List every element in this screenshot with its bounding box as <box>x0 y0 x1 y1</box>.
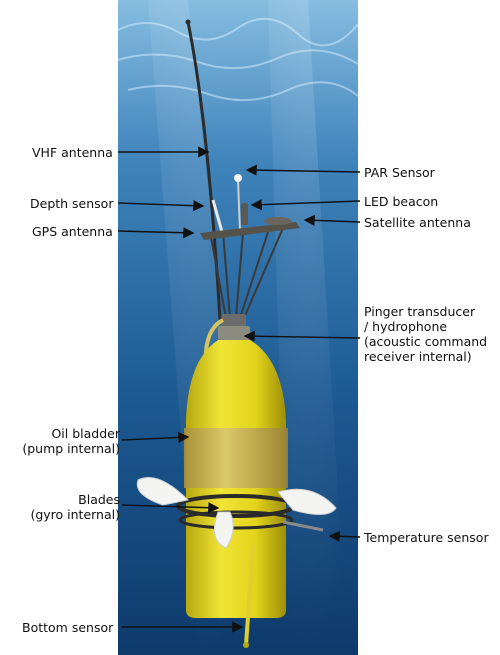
arrow-oil-bladder <box>121 431 190 444</box>
arrow-pinger <box>243 330 361 342</box>
label-oil-bladder-line1: Oil bladder <box>51 426 120 441</box>
antenna-platform <box>200 222 300 240</box>
arrow-satellite <box>303 214 361 226</box>
label-gps-antenna: GPS antenna <box>32 224 113 239</box>
temperature-sensor-shape <box>282 520 324 532</box>
label-satellite-antenna: Satellite antenna <box>364 215 471 230</box>
label-blades-line2: (gyro internal) <box>30 507 120 522</box>
label-par-sensor: PAR Sensor <box>364 165 435 180</box>
arrow-temperature <box>328 530 361 542</box>
body-top-connector <box>222 314 246 328</box>
label-vhf-antenna: VHF antenna <box>32 145 113 160</box>
label-pinger-line1: Pinger transducer <box>364 304 476 319</box>
oil-bladder-shape <box>184 428 288 488</box>
label-blades-line1: Blades <box>78 492 120 507</box>
arrow-gps <box>117 227 195 239</box>
label-temperature-sensor: Temperature sensor <box>364 530 489 545</box>
arrow-par <box>245 164 361 176</box>
label-depth-sensor: Depth sensor <box>30 196 114 211</box>
arrow-blades <box>121 502 220 514</box>
par-sensor-ball <box>234 174 242 182</box>
depth-sensor-rod <box>211 199 224 233</box>
label-blades: Blades (gyro internal) <box>20 492 120 522</box>
label-pinger: Pinger transducer / hydrophone (acoustic… <box>364 304 487 364</box>
antenna-wires <box>209 227 284 319</box>
label-oil-bladder: Oil bladder (pump internal) <box>20 426 120 456</box>
arrow-depth <box>117 200 205 212</box>
led-beacon-shape <box>241 203 248 225</box>
bottom-sensor-rod <box>244 544 255 646</box>
arrow-led <box>250 199 361 211</box>
label-pinger-line3: (acoustic command <box>364 334 488 349</box>
label-pinger-line2: / hydrophone <box>364 319 448 334</box>
label-pinger-line4: receiver internal) <box>364 349 472 364</box>
float-photo <box>118 0 358 655</box>
blades-shape <box>136 477 337 549</box>
label-oil-bladder-line2: (pump internal) <box>22 441 120 456</box>
label-led-beacon: LED beacon <box>364 194 439 209</box>
satellite-antenna-shape <box>264 217 292 225</box>
float-illustration <box>118 0 358 655</box>
label-bottom-sensor: Bottom sensor <box>22 620 114 635</box>
